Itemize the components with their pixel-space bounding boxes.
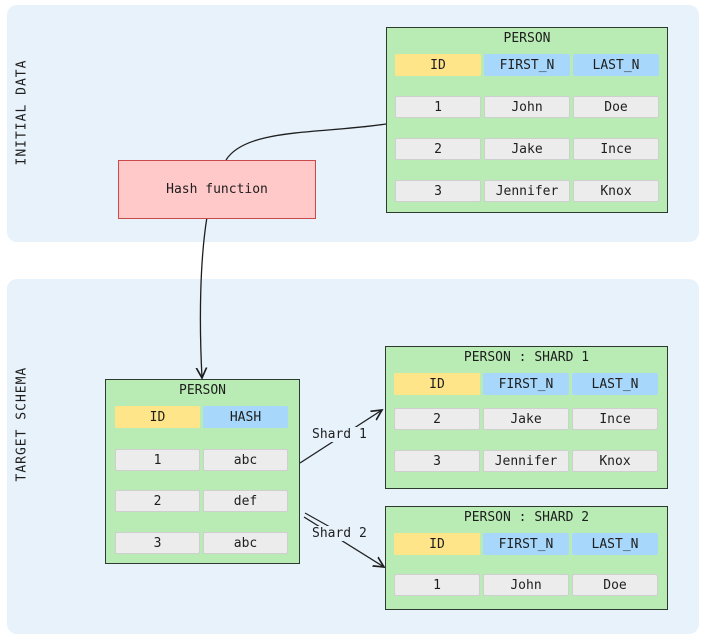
cell-first-name: Jennifer [483, 450, 569, 472]
cell-first-name: Jake [484, 138, 570, 160]
shard1-table: PERSON : SHARD 1 ID FIRST_N LAST_N 2 Jak… [385, 346, 668, 489]
cell-id: 1 [115, 449, 200, 471]
cell-last-name: Ince [572, 408, 658, 430]
table-title: PERSON [503, 31, 551, 46]
cell-hash: def [203, 490, 288, 512]
hash-person-table: PERSON ID HASH 1 abc 2 def 3 abc [105, 379, 300, 564]
header-id: ID [115, 406, 200, 428]
header-first-name: FIRST_N [483, 533, 569, 555]
header-last-name: LAST_N [572, 533, 658, 555]
cell-first-name: Jennifer [484, 180, 570, 202]
cell-id: 1 [395, 96, 481, 118]
cell-hash: abc [203, 532, 288, 554]
cell-last-name: Doe [572, 574, 658, 596]
header-id: ID [394, 533, 480, 555]
hash-function-label: Hash function [166, 182, 268, 197]
header-id: ID [394, 373, 480, 395]
data-to-hash-line [225, 123, 387, 161]
cell-first-name: John [483, 574, 569, 596]
cell-last-name: Doe [573, 96, 659, 118]
cell-last-name: Ince [573, 138, 659, 160]
cell-id: 2 [394, 408, 480, 430]
header-id: ID [395, 54, 481, 76]
hash-to-schema-arrow [200, 216, 208, 378]
shard2-table: PERSON : SHARD 2 ID FIRST_N LAST_N 1 Joh… [385, 506, 668, 610]
cell-id: 1 [394, 574, 480, 596]
shard1-label: Shard 1 [312, 427, 367, 442]
cell-last-name: Knox [572, 450, 658, 472]
cell-id: 3 [115, 532, 200, 554]
cell-id: 2 [115, 490, 200, 512]
cell-first-name: John [484, 96, 570, 118]
table-title: PERSON [179, 383, 226, 398]
header-first-name: FIRST_N [484, 54, 570, 76]
cell-id: 2 [395, 138, 481, 160]
hash-function-box: Hash function [118, 160, 316, 219]
cell-last-name: Knox [573, 180, 659, 202]
table-title: PERSON : SHARD 2 [463, 510, 590, 525]
cell-first-name: Jake [483, 408, 569, 430]
shard2-arrow [303, 516, 384, 567]
table-title: PERSON : SHARD 1 [463, 350, 590, 365]
header-last-name: LAST_N [572, 373, 658, 395]
header-last-name: LAST_N [573, 54, 659, 76]
initial-person-table: PERSON ID FIRST_N LAST_N 1 John Doe 2 Ja… [386, 27, 668, 213]
shard2-label: Shard 2 [312, 526, 367, 541]
header-hash: HASH [203, 406, 288, 428]
cell-id: 3 [394, 450, 480, 472]
cell-hash: abc [203, 449, 288, 471]
header-first-name: FIRST_N [483, 373, 569, 395]
cell-id: 3 [395, 180, 481, 202]
